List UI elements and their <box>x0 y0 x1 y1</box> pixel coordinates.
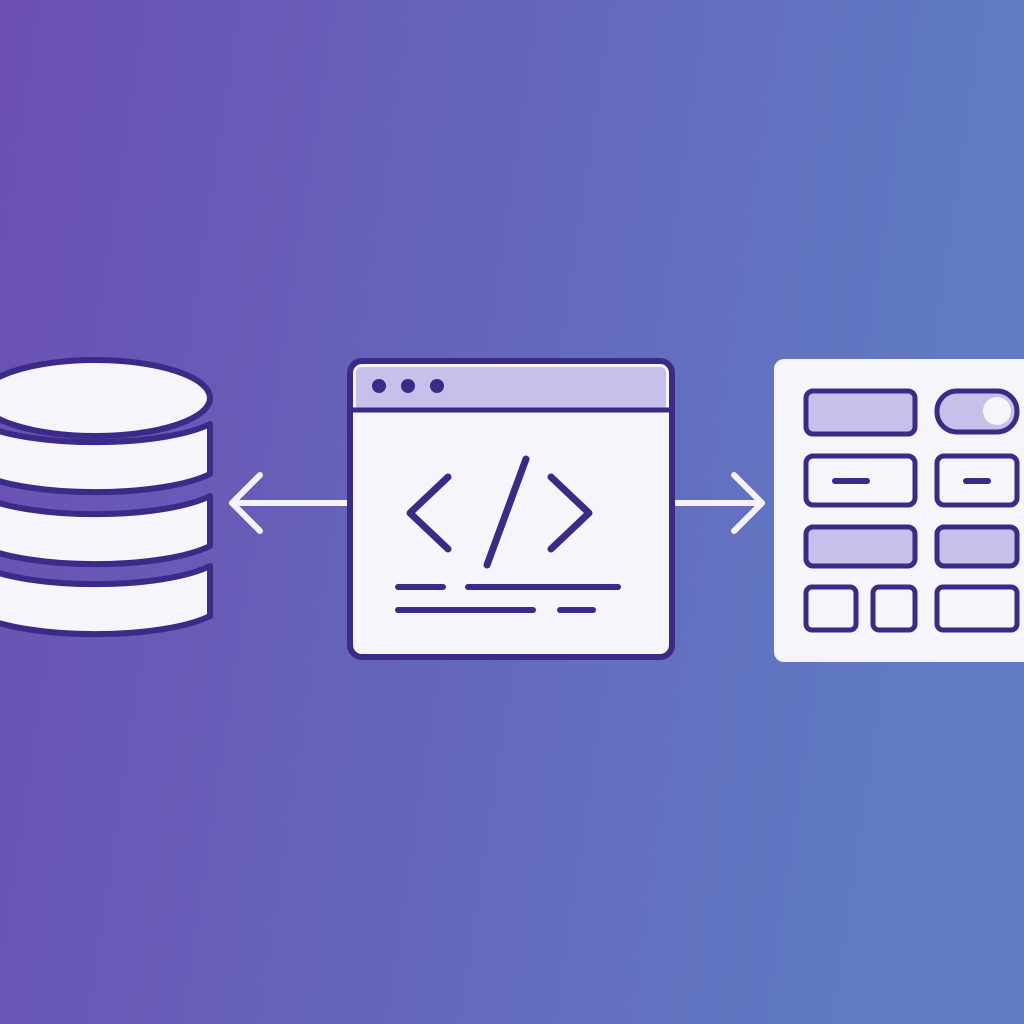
arrow-right-head <box>731 472 765 534</box>
code-editor-window-icon <box>347 358 675 660</box>
arrow-left-head <box>229 472 263 534</box>
database-icon <box>0 357 213 638</box>
code-bracket-right <box>547 473 593 553</box>
database-segment-middle <box>0 493 213 568</box>
database-segment-bottom <box>0 563 213 638</box>
window-dot-3 <box>430 379 444 393</box>
ui-components-panel-icon <box>774 359 1024 662</box>
code-text-lines <box>395 584 621 613</box>
arrow-right-icon <box>673 472 765 534</box>
code-slash <box>483 455 530 569</box>
window-dot-1 <box>372 379 386 393</box>
panel-bar-2 <box>803 524 918 569</box>
panel-bar-filled <box>803 388 918 437</box>
code-bracket-left <box>406 473 452 553</box>
panel-box-3 <box>934 584 1020 633</box>
database-top-cap <box>0 357 213 439</box>
database-segment-upper <box>0 421 213 496</box>
window-title-bar <box>356 367 666 409</box>
window-dot-2 <box>401 379 415 393</box>
panel-box-2 <box>870 584 918 633</box>
code-brackets-icon <box>406 455 593 569</box>
panel-bar-3 <box>934 524 1020 569</box>
toggle-knob <box>983 397 1011 425</box>
panel-box-1 <box>803 584 859 633</box>
arrow-left-icon <box>229 472 351 534</box>
